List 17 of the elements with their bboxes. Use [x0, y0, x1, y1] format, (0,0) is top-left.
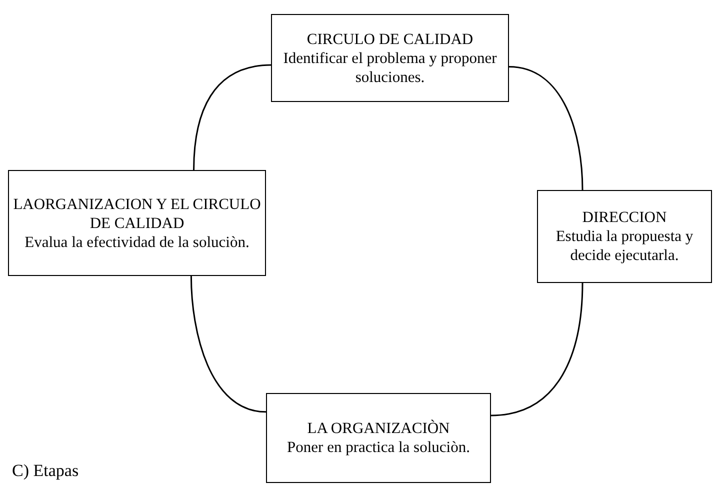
stage-heading: LAORGANIZACION Y EL CIRCULO DE CALIDAD — [13, 194, 261, 232]
process-box — [8, 170, 266, 276]
caption-text: C) Etapas — [12, 461, 79, 481]
stage-description: Estudia la propuesta y decide ejecutarla. — [554, 227, 694, 265]
stage-heading: DIRECCION — [581, 208, 668, 227]
connector-curve — [190, 276, 266, 413]
stage-description: Evalua la efectividad de la soluciòn. — [24, 232, 250, 252]
process-box — [537, 190, 712, 283]
process-box — [271, 14, 509, 102]
stage-heading: CIRCULO DE CALIDAD — [306, 30, 474, 48]
stage-heading: LA ORGANIZACIÒN — [306, 419, 451, 438]
stage-description: Poner en practica la soluciòn. — [286, 438, 471, 457]
connector-curve — [508, 66, 584, 190]
stage-description: Identificar el problema y proponer soluciones. — [282, 48, 498, 86]
process-box — [266, 393, 491, 483]
connector-curve — [490, 282, 584, 416]
connector-curve — [193, 64, 272, 170]
